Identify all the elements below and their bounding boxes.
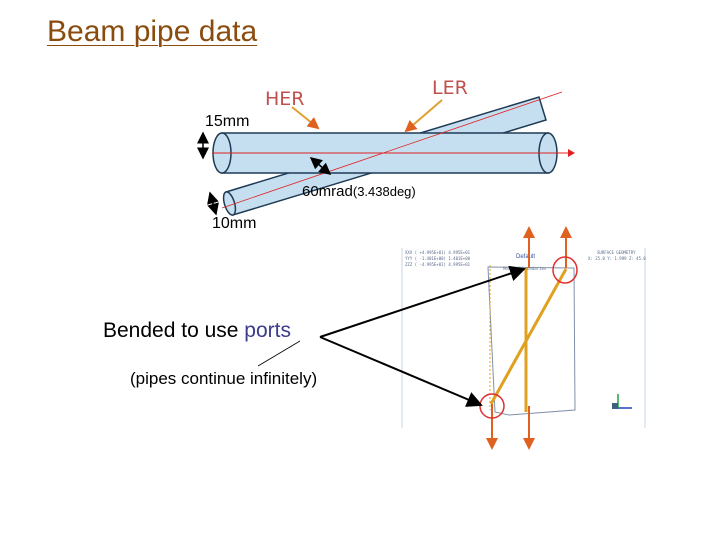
ports-pointer-arrow-lower xyxy=(319,336,483,407)
dim-10-arrow xyxy=(207,191,219,216)
bended-text: Bended to use xyxy=(103,319,245,342)
continue-note: (pipes continue infinitely) xyxy=(130,369,318,388)
svg-text:SURFACE GEOMETRY: SURFACE GEOMETRY xyxy=(597,250,636,255)
dim-10-label: 10mm xyxy=(212,215,257,232)
svg-text:XXX ( +4.995E+01) 4.995E+01: XXX ( +4.995E+01) 4.995E+01 xyxy=(405,250,471,255)
svg-text:Default: Default xyxy=(516,254,535,260)
angle-degrees: (3.438deg) xyxy=(352,184,416,199)
slide-title: Beam pipe data xyxy=(47,15,258,48)
continue-leader-line xyxy=(257,340,301,367)
her-label: HER xyxy=(265,88,305,110)
svg-text:YYY ( -1.401E+00) 1.401E+00: YYY ( -1.401E+00) 1.401E+00 xyxy=(405,256,471,261)
ler-beam-line xyxy=(221,91,563,209)
bended-note: Bended to use ports xyxy=(103,319,291,343)
ler-label: LER xyxy=(432,77,468,99)
cad-inset: XXX ( +4.995E+01) 4.995E+01 YYY ( -1.401… xyxy=(401,226,646,450)
svg-text:ZZZ ( -4.995E+01) 4.995E+01: ZZZ ( -4.995E+01) 4.995E+01 xyxy=(405,262,471,267)
dim-15-label: 15mm xyxy=(205,113,250,130)
ler-pointer-arrow xyxy=(404,99,443,133)
angle-mrad: 60mrad xyxy=(302,183,353,200)
angle-arrow xyxy=(309,157,332,175)
svg-text:X: 25.0 Y: 1.999 Z: 45.0: X: 25.0 Y: 1.999 Z: 45.0 xyxy=(588,256,646,261)
ports-word: ports xyxy=(244,319,291,342)
ports-pointer-arrow-upper xyxy=(319,265,526,338)
crossing-angle-label: 60mrad(3.438deg) xyxy=(302,183,416,200)
her-pointer-arrow xyxy=(291,106,320,130)
